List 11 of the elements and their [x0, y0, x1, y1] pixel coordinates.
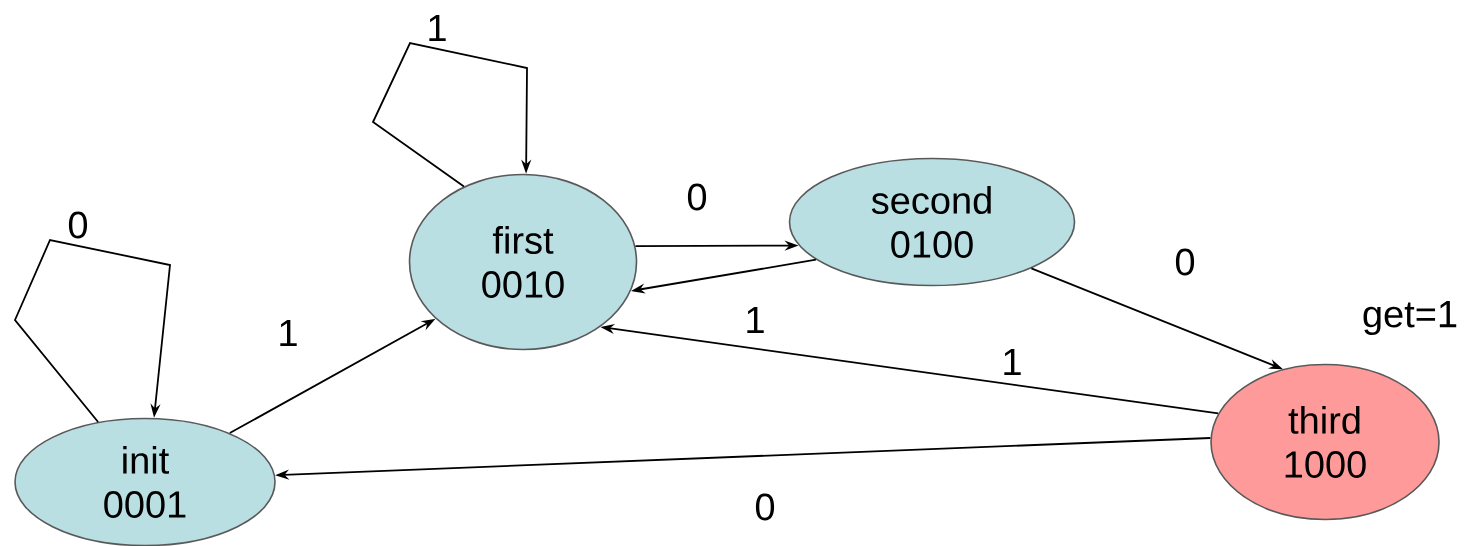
edge-label: 1 — [424, 12, 450, 44]
edge-label: 0 — [1172, 246, 1198, 278]
edge-label: 0 — [752, 491, 778, 523]
edge-label: 1 — [275, 317, 301, 349]
self-loop-arrow — [13, 238, 171, 423]
edge-label: 0 — [684, 181, 710, 213]
output-label: get=1 — [1363, 301, 1457, 335]
edge-label: 1 — [742, 304, 768, 336]
edge-label: 1 — [999, 346, 1025, 378]
self-loop-arrow — [371, 41, 532, 188]
edge-label: 0 — [65, 209, 91, 241]
